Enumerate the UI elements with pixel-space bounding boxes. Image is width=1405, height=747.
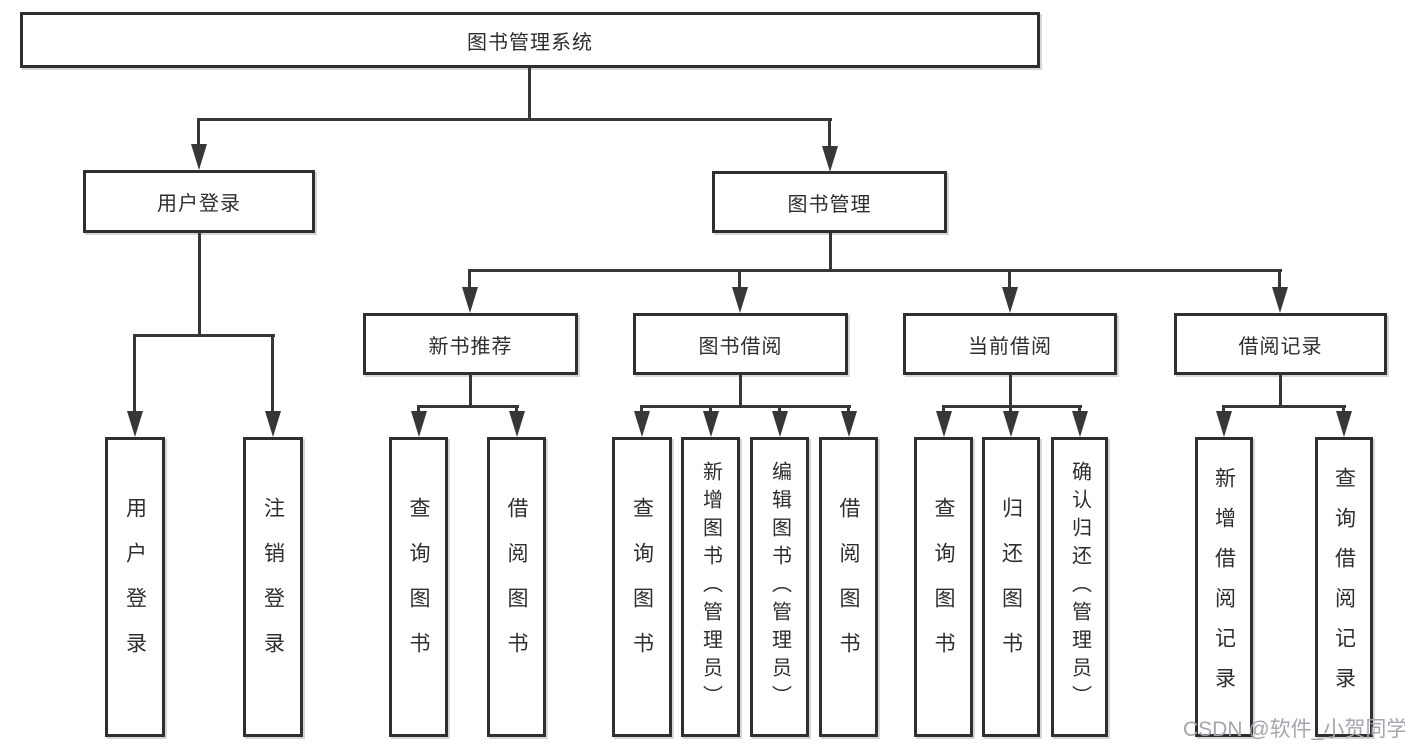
connector xyxy=(829,233,832,271)
connector xyxy=(197,119,200,147)
leaf-records-query: 查询借阅记录 xyxy=(1315,437,1373,737)
arrow-icon xyxy=(634,411,650,437)
leaf-borrowmod-add-admin-label: 新增图书（管理员） xyxy=(699,461,722,713)
node-current-borrow-label: 当前借阅 xyxy=(968,335,1052,358)
connector xyxy=(133,334,275,337)
node-root: 图书管理系统 xyxy=(20,12,1040,68)
leaf-newbooks-query: 查询图书 xyxy=(389,437,448,737)
connector xyxy=(738,270,741,289)
node-user-login-label: 用户登录 xyxy=(157,193,241,215)
arrow-icon xyxy=(1272,287,1288,313)
connector xyxy=(469,374,472,407)
connector xyxy=(1342,406,1345,414)
arrow-icon xyxy=(822,146,838,172)
leaf-records-add-label: 新增借阅记录 xyxy=(1212,467,1236,707)
node-book-borrow: 图书借阅 xyxy=(633,313,848,375)
leaf-user-login: 用户登录 xyxy=(105,437,165,737)
leaf-current-query-label: 查询图书 xyxy=(932,497,955,677)
node-book-mgmt-label: 图书管理 xyxy=(787,193,872,216)
connector xyxy=(1222,405,1346,408)
connector xyxy=(1279,374,1282,407)
connector xyxy=(417,406,420,414)
connector xyxy=(468,270,471,289)
leaf-borrowmod-add-admin: 新增图书（管理员） xyxy=(681,437,740,737)
connector xyxy=(778,406,781,414)
arrow-icon xyxy=(1336,411,1352,437)
leaf-borrowmod-borrow-label: 借阅图书 xyxy=(837,497,860,677)
leaf-borrowmod-query: 查询图书 xyxy=(612,437,672,737)
connector xyxy=(515,406,518,414)
node-root-label: 图书管理系统 xyxy=(467,31,593,54)
leaf-newbooks-borrow: 借阅图书 xyxy=(487,437,546,737)
connector xyxy=(133,335,136,414)
connector xyxy=(942,405,1082,408)
arrow-icon xyxy=(732,287,748,313)
arrow-icon xyxy=(265,411,281,437)
arrow-icon xyxy=(1003,411,1019,437)
connector xyxy=(198,232,201,336)
node-book-mgmt: 图书管理 xyxy=(712,171,947,233)
connector xyxy=(1278,270,1281,289)
connector xyxy=(271,335,274,414)
arrow-icon xyxy=(462,287,478,313)
connector xyxy=(640,405,851,408)
connector xyxy=(1008,270,1011,289)
connector xyxy=(640,406,643,414)
leaf-newbooks-borrow-label: 借阅图书 xyxy=(505,497,528,677)
node-borrow-records-label: 借阅记录 xyxy=(1238,335,1323,358)
arrow-icon xyxy=(411,411,427,437)
connector xyxy=(468,269,1282,272)
connector xyxy=(197,118,832,121)
connector xyxy=(1078,406,1081,414)
leaf-current-return: 归还图书 xyxy=(982,437,1040,737)
arrow-icon xyxy=(841,411,857,437)
leaf-newbooks-query-label: 查询图书 xyxy=(407,497,430,677)
leaf-logout: 注销登录 xyxy=(243,437,303,737)
connector xyxy=(528,68,531,120)
node-current-borrow: 当前借阅 xyxy=(903,313,1117,375)
leaf-logout-label: 注销登录 xyxy=(261,497,285,677)
connector xyxy=(828,119,831,149)
leaf-borrowmod-borrow: 借阅图书 xyxy=(819,437,878,737)
leaf-current-query: 查询图书 xyxy=(914,437,973,737)
connector xyxy=(739,374,742,407)
connector xyxy=(1009,374,1012,407)
connector xyxy=(1009,406,1012,414)
leaf-records-add: 新增借阅记录 xyxy=(1195,437,1253,737)
leaf-borrowmod-edit-admin: 编辑图书（管理员） xyxy=(750,437,809,737)
leaf-current-return-label: 归还图书 xyxy=(999,497,1023,677)
connector xyxy=(1222,406,1225,414)
arrow-icon xyxy=(1072,411,1088,437)
arrow-icon xyxy=(191,144,207,170)
node-user-login: 用户登录 xyxy=(83,170,315,233)
connector xyxy=(417,405,519,408)
arrow-icon xyxy=(1002,287,1018,313)
leaf-records-query-label: 查询借阅记录 xyxy=(1332,467,1356,707)
leaf-current-confirm-admin-label: 确认归还（管理员） xyxy=(1068,461,1091,713)
arrow-icon xyxy=(703,411,719,437)
leaf-current-confirm-admin: 确认归还（管理员） xyxy=(1051,437,1108,737)
csdn-watermark: CSDN @软件_小贺同学 xyxy=(1183,718,1405,741)
connector xyxy=(847,406,850,414)
connector xyxy=(709,406,712,414)
node-new-book-rec-label: 新书推荐 xyxy=(428,335,513,358)
arrow-icon xyxy=(1216,411,1232,437)
node-book-borrow-label: 图书借阅 xyxy=(698,335,783,358)
arrow-icon xyxy=(772,411,788,437)
leaf-borrowmod-edit-admin-label: 编辑图书（管理员） xyxy=(768,461,791,713)
leaf-borrowmod-query-label: 查询图书 xyxy=(630,497,654,677)
arrow-icon xyxy=(127,411,143,437)
connector xyxy=(942,406,945,414)
leaf-user-login-label: 用户登录 xyxy=(123,497,147,677)
arrow-icon xyxy=(936,411,952,437)
node-new-book-rec: 新书推荐 xyxy=(363,313,578,375)
arrow-icon xyxy=(509,411,525,437)
node-borrow-records: 借阅记录 xyxy=(1174,313,1387,375)
